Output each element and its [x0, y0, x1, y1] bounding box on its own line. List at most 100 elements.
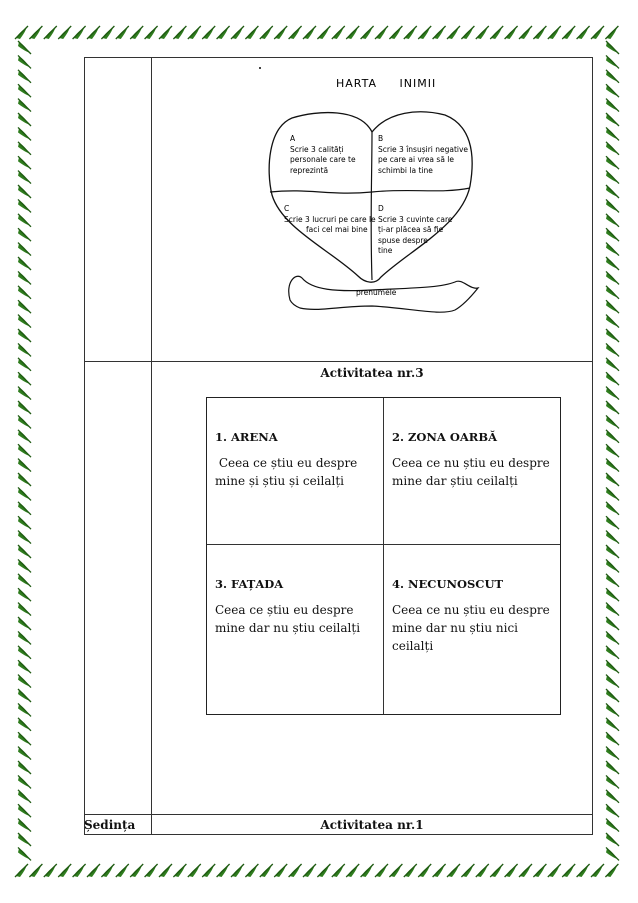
border-leaf — [17, 357, 32, 372]
border-leaf — [302, 863, 317, 878]
border-leaf — [17, 688, 32, 703]
heart-vertical-divider — [370, 131, 373, 281]
table-row-divider — [84, 361, 593, 362]
quadrant-line: schimbi la tine — [378, 165, 433, 175]
border-leaf — [561, 863, 576, 878]
border-leaf — [17, 458, 32, 473]
border-leaf — [288, 863, 303, 878]
border-leaf — [17, 486, 32, 501]
border-leaf — [17, 242, 32, 257]
border-leaf — [100, 863, 115, 878]
heart-quadrant-c: C Scrie 3 lucruri pe care le faci cel ma… — [284, 204, 376, 236]
quadrant-letter: A — [290, 134, 296, 143]
border-leaf — [17, 429, 32, 444]
border-leaf — [518, 863, 533, 878]
border-leaf — [17, 400, 32, 415]
border-leaf — [14, 25, 29, 40]
border-leaf — [144, 863, 159, 878]
border-leaf — [605, 112, 620, 127]
heart-outline — [268, 111, 473, 283]
border-leaf — [605, 688, 620, 703]
border-leaf — [17, 112, 32, 127]
quadrant-line: Scrie 3 calități — [290, 144, 344, 154]
border-leaf — [605, 674, 620, 689]
border-leaf — [605, 587, 620, 602]
border-leaf — [605, 501, 620, 516]
border-leaf — [17, 285, 32, 300]
session-label: Ședința — [84, 818, 136, 832]
border-leaf — [17, 717, 32, 732]
johari-cell-heading: 2. ZONA OARBĂ — [392, 430, 497, 444]
border-leaf — [115, 863, 130, 878]
border-leaf — [345, 25, 360, 40]
border-leaf — [432, 863, 447, 878]
border-leaf — [605, 443, 620, 458]
border-leaf — [388, 863, 403, 878]
border-leaf — [259, 25, 274, 40]
border-leaf — [17, 558, 32, 573]
border-leaf — [605, 357, 620, 372]
border-leaf — [605, 69, 620, 84]
border-leaf — [187, 863, 202, 878]
border-leaf — [605, 314, 620, 329]
border-leaf — [201, 25, 216, 40]
border-leaf — [605, 558, 620, 573]
border-leaf — [605, 54, 620, 69]
border-leaf — [17, 270, 32, 285]
border-leaf — [86, 25, 101, 40]
border-leaf — [57, 863, 72, 878]
border-leaf — [187, 25, 202, 40]
border-leaf — [605, 472, 620, 487]
heart-map-title: HARTA INIMII — [336, 77, 437, 90]
border-leaf — [17, 602, 32, 617]
border-leaf — [605, 429, 620, 444]
border-leaf — [605, 126, 620, 141]
border-leaf — [576, 863, 591, 878]
border-leaf — [489, 863, 504, 878]
border-leaf — [504, 863, 519, 878]
border-leaf — [72, 25, 87, 40]
heart-quadrant-b: B Scrie 3 însușiri negative pe care ai v… — [378, 134, 468, 176]
border-leaf — [605, 371, 620, 386]
border-leaf — [605, 544, 620, 559]
border-leaf — [17, 198, 32, 213]
border-leaf — [316, 863, 331, 878]
border-leaf — [244, 863, 259, 878]
border-leaf — [605, 803, 620, 818]
border-leaf — [605, 458, 620, 473]
border-leaf — [230, 863, 245, 878]
border-leaf — [432, 25, 447, 40]
border-leaf — [17, 414, 32, 429]
heart-horizontal-divider — [269, 187, 471, 194]
border-leaf — [360, 25, 375, 40]
border-leaf — [273, 25, 288, 40]
border-leaf — [605, 774, 620, 789]
border-leaf — [17, 630, 32, 645]
heart-base — [288, 275, 480, 313]
border-leaf — [590, 25, 605, 40]
border-leaf — [17, 544, 32, 559]
border-leaf — [518, 25, 533, 40]
border-leaf — [17, 515, 32, 530]
border-leaf — [605, 659, 620, 674]
border-leaf — [388, 25, 403, 40]
table-bottom-border — [84, 834, 593, 835]
border-leaf — [604, 25, 619, 40]
border-leaf — [605, 213, 620, 228]
heart-quadrant-d: D Scrie 3 cuvinte care ți-ar plăcea să f… — [378, 204, 453, 257]
border-leaf — [417, 863, 432, 878]
border-leaf — [17, 472, 32, 487]
border-leaf — [374, 863, 389, 878]
border-leaf — [331, 863, 346, 878]
border-leaf — [17, 731, 32, 746]
johari-cell-unknown: 4. NECUNOSCUT Ceea ce nu știu eu despre … — [384, 545, 560, 703]
border-leaf — [504, 25, 519, 40]
border-leaf — [605, 242, 620, 257]
border-leaf — [605, 328, 620, 343]
border-leaf — [17, 760, 32, 775]
border-leaf — [14, 863, 29, 878]
activity-3-title: Activitatea nr.3 — [320, 366, 424, 380]
stray-dot — [259, 67, 261, 69]
border-leaf — [460, 863, 475, 878]
border-leaf — [201, 863, 216, 878]
